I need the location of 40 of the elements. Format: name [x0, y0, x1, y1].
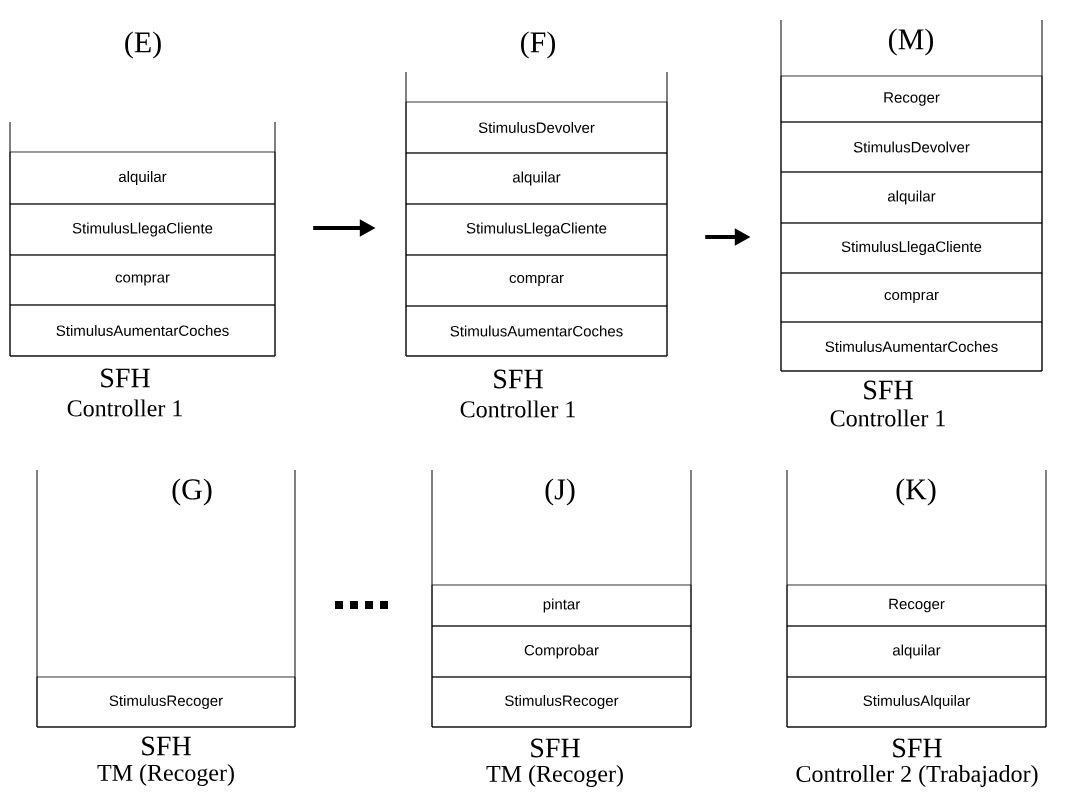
stack-caption: SFH — [893, 738, 942, 758]
stack-cell: StimulusDevolver — [780, 121, 1043, 173]
stack-caption: SFH — [101, 368, 150, 388]
stack-caption: Controller 1 — [67, 399, 182, 417]
stack-caption: TM (Recoger) — [486, 765, 623, 787]
stack-caption: Controller 1 — [460, 400, 575, 418]
stack-heading: (M) — [889, 28, 933, 56]
stack-heading: (K) — [896, 478, 936, 506]
stack-cell: StimulusAumentarCoches — [9, 304, 276, 357]
stack-cell: StimulusDevolver — [405, 101, 668, 154]
stack-caption: TM (Recoger) — [97, 764, 234, 786]
stack-cell: comprar — [780, 272, 1043, 323]
stack-cell: StimulusLlegaCliente — [405, 203, 668, 256]
stack-heading: (G) — [172, 478, 212, 506]
stack-heading: (F) — [521, 31, 555, 59]
stack-caption: SFH — [531, 738, 580, 758]
stack-cell: alquilar — [405, 152, 668, 205]
stack-cell: pintar — [431, 584, 692, 627]
stack-caption: Controller 2 (Trabajador) — [796, 765, 1038, 787]
stack-cell: alquilar — [786, 625, 1047, 678]
stack-cell: comprar — [405, 254, 668, 307]
stack-heading: (J) — [545, 478, 575, 506]
stack-cell: alquilar — [9, 151, 276, 205]
stack-cell: alquilar — [780, 171, 1043, 224]
stack-cell: Recoger — [786, 584, 1047, 627]
stack-cell: StimulusAumentarCoches — [405, 305, 668, 357]
stack-caption: SFH — [142, 736, 191, 756]
stack-cell: comprar — [9, 254, 276, 306]
stack-cell: Comprobar — [431, 625, 692, 678]
stack-caption: SFH — [864, 380, 913, 400]
stack-cell: StimulusLlegaCliente — [9, 203, 276, 256]
stack-caption: SFH — [494, 369, 543, 389]
stack-caption: Controller 1 — [830, 409, 945, 427]
stack-heading: (E) — [125, 31, 161, 59]
stack-cell: StimulusRecoger — [36, 676, 296, 728]
stack-cell: StimulusLlegaCliente — [780, 222, 1043, 274]
stack-cell: StimulusRecoger — [431, 676, 692, 728]
stack-cell: Recoger — [780, 75, 1043, 123]
stack-cell: StimulusAlquilar — [786, 676, 1047, 728]
stack-cell: StimulusAumentarCoches — [780, 321, 1043, 372]
